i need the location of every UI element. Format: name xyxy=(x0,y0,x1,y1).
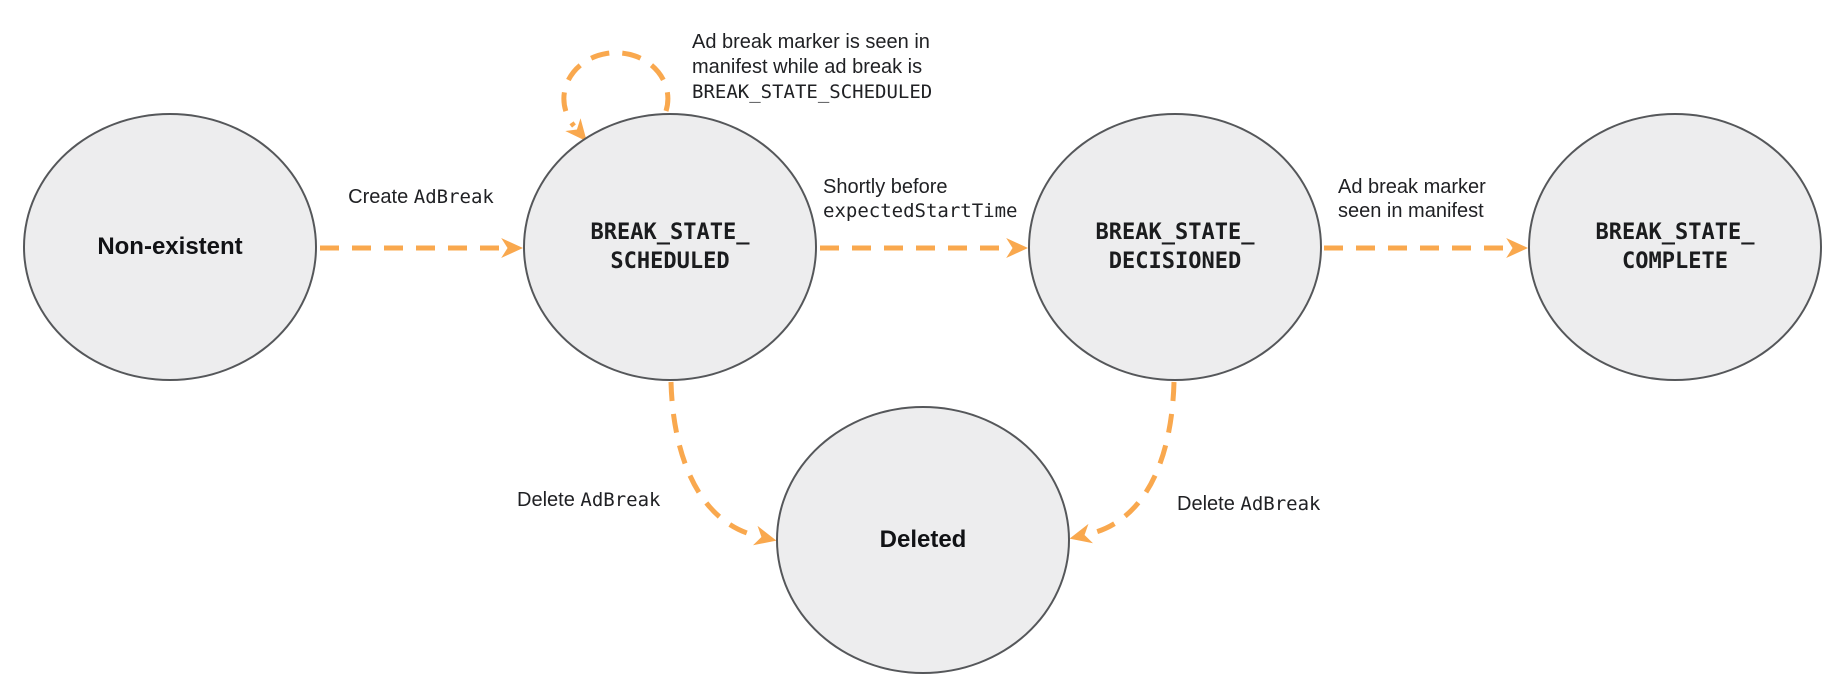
state-node-break-state-decisioned: BREAK_STATE_ DECISIONED xyxy=(1028,113,1322,381)
state-label-non-existent: Non-existent xyxy=(97,233,243,260)
edge-label-create-code: AdBreak xyxy=(413,186,494,208)
state-node-break-state-complete: BREAK_STATE_ COMPLETE xyxy=(1528,113,1822,381)
edge-delete-decisioned-arrow xyxy=(1069,381,1177,544)
edge-label-delete-scheduled-code: AdBreak xyxy=(580,489,661,511)
edge-delete-scheduled-arrow xyxy=(668,381,777,546)
edge-label-complete-line2: seen in manifest xyxy=(1338,200,1484,222)
edge-label-decision: Shortly before expectedStartTime xyxy=(823,175,1017,223)
state-label-complete-line2: COMPLETE xyxy=(1622,249,1728,274)
state-node-non-existent: Non-existent xyxy=(23,113,317,381)
edge-label-decision-code: expectedStartTime xyxy=(823,200,1018,222)
state-node-break-state-scheduled: BREAK_STATE_ SCHEDULED xyxy=(523,113,817,381)
state-label-complete-line1: BREAK_STATE_ xyxy=(1595,220,1755,245)
state-label-scheduled-line2: SCHEDULED xyxy=(610,249,730,274)
edge-label-selfloop-line1: Ad break marker is seen in xyxy=(692,31,930,53)
edge-label-delete-scheduled: Delete AdBreak xyxy=(517,488,660,513)
edge-label-delete-decisioned-code: AdBreak xyxy=(1240,493,1321,515)
state-label-decisioned-line2: DECISIONED xyxy=(1108,249,1242,274)
state-label-deleted: Deleted xyxy=(879,526,967,553)
edge-label-delete-scheduled-text: Delete xyxy=(517,489,581,511)
edge-label-selfloop: Ad break marker is seen in manifest whil… xyxy=(692,30,932,105)
edge-label-decision-text: Shortly before xyxy=(823,176,948,198)
edge-label-create: Create AdBreak xyxy=(318,185,524,210)
state-node-deleted: Deleted xyxy=(776,406,1070,674)
state-label-decisioned-line1: BREAK_STATE_ xyxy=(1095,220,1255,245)
edge-label-complete: Ad break marker seen in manifest xyxy=(1338,175,1486,223)
edge-label-create-text: Create xyxy=(348,186,414,208)
edge-label-selfloop-line2: manifest while ad break is xyxy=(692,56,923,78)
edge-label-complete-line1: Ad break marker xyxy=(1338,176,1486,198)
edge-label-selfloop-code: BREAK_STATE_SCHEDULED xyxy=(692,81,933,103)
edge-label-delete-decisioned-text: Delete xyxy=(1177,493,1241,515)
edge-label-delete-decisioned: Delete AdBreak xyxy=(1177,492,1320,517)
state-label-scheduled-line1: BREAK_STATE_ xyxy=(590,220,750,245)
